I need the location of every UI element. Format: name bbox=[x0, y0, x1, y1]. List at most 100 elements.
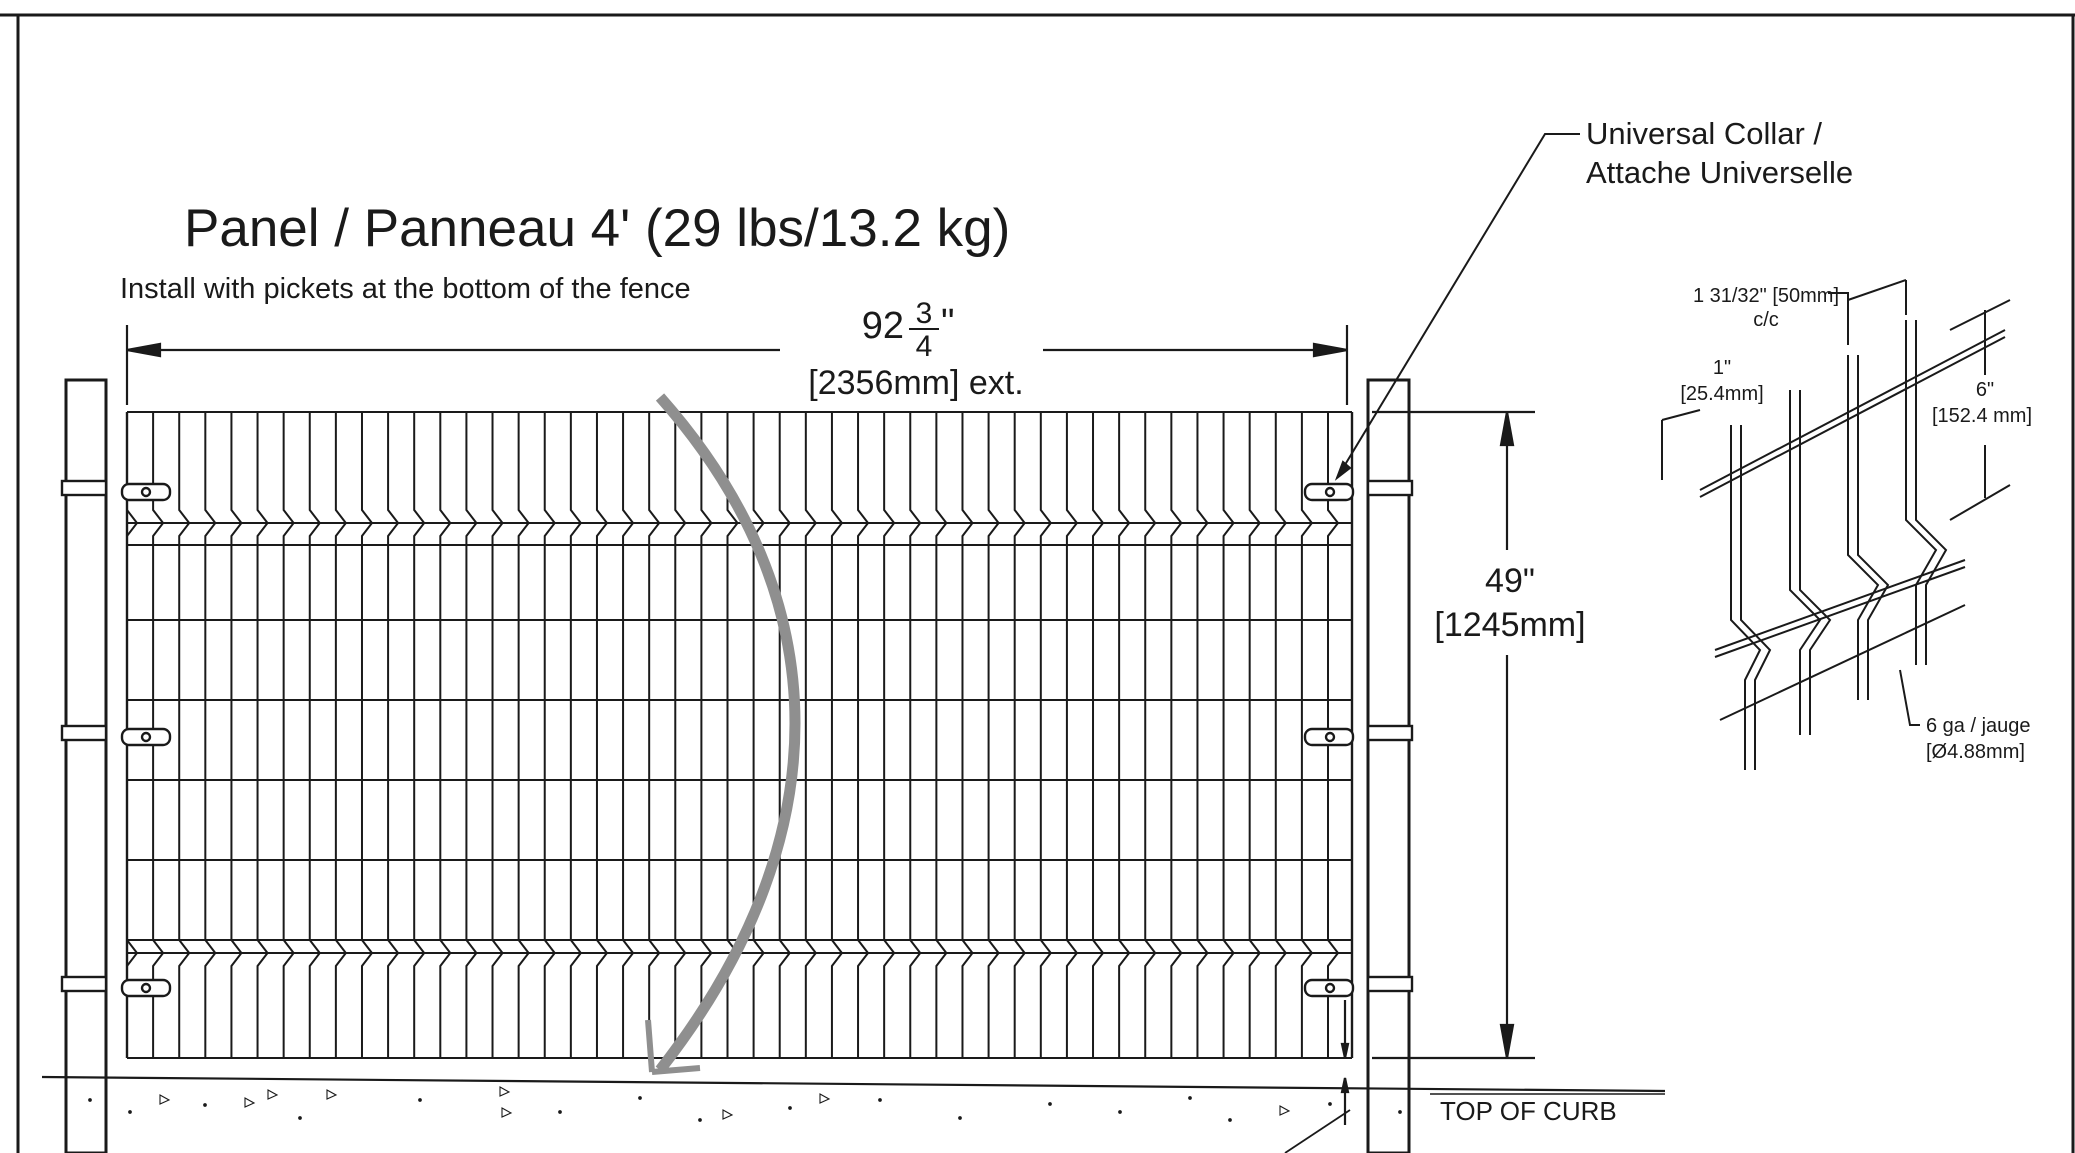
picket-wire bbox=[1196, 412, 1209, 1058]
picket-wire bbox=[804, 412, 818, 1058]
picket-wire bbox=[830, 412, 844, 1058]
gravel-mark bbox=[722, 1109, 734, 1120]
gravel-mark bbox=[1279, 1105, 1291, 1116]
ground-curb bbox=[41, 1075, 1666, 1153]
universal-collars bbox=[60, 479, 1414, 998]
picket-wire bbox=[883, 412, 896, 1058]
collar-bolt bbox=[140, 486, 152, 498]
picket-wire bbox=[360, 412, 374, 1058]
picket-wire bbox=[465, 412, 478, 1058]
wire-detail-view bbox=[1661, 279, 2011, 770]
picket-wire bbox=[543, 412, 557, 1058]
picket-wire bbox=[517, 412, 530, 1058]
collar-label-line1: Universal Collar / bbox=[1586, 116, 1822, 151]
width-fraction-den: 4 bbox=[916, 330, 933, 363]
right-post bbox=[1366, 378, 1411, 1153]
detail-offset-imperial: 1" bbox=[1713, 357, 1731, 379]
width-inch-mark: " bbox=[941, 302, 955, 344]
picket-wire bbox=[569, 412, 583, 1058]
collar-callout-leader bbox=[1334, 133, 1580, 481]
detail-gauge-diameter: [Ø4.88mm] bbox=[1926, 741, 2025, 763]
picket-wire bbox=[334, 412, 348, 1058]
gravel-dot bbox=[1048, 1102, 1052, 1106]
gravel-dot bbox=[203, 1103, 207, 1107]
picket-wire bbox=[1013, 412, 1026, 1058]
install-note: Install with pickets at the bottom of th… bbox=[120, 273, 691, 305]
picket-wire bbox=[1170, 412, 1183, 1058]
height-imperial: 49" bbox=[1485, 562, 1535, 600]
picket-wire bbox=[439, 412, 452, 1058]
picket-wire bbox=[1144, 412, 1157, 1058]
gravel-dot bbox=[788, 1106, 792, 1110]
picket-wire bbox=[1248, 412, 1261, 1058]
picket-wire bbox=[961, 412, 974, 1058]
collar-bolt bbox=[140, 731, 152, 743]
collar-bracket bbox=[1366, 975, 1414, 993]
top-of-curb-label: TOP OF CURB bbox=[1440, 1096, 1617, 1126]
detail-mesh-imperial: 6" bbox=[1976, 379, 1994, 401]
width-whole: 92 bbox=[862, 305, 904, 347]
picket-wire bbox=[204, 412, 217, 1058]
collar-bracket bbox=[60, 975, 108, 993]
picket-wire bbox=[491, 412, 504, 1058]
detail-mesh-metric: [152.4 mm] bbox=[1932, 405, 2032, 427]
detail-offset-metric: [25.4mm] bbox=[1680, 383, 1763, 405]
gravel-dot bbox=[418, 1098, 422, 1102]
picket-wire bbox=[1300, 412, 1314, 1058]
width-dimension bbox=[125, 325, 1349, 405]
picket-wire bbox=[413, 412, 426, 1058]
gravel-dot bbox=[958, 1116, 962, 1120]
left-post bbox=[64, 378, 108, 1153]
gravel-dot bbox=[558, 1110, 562, 1114]
picket-wire bbox=[935, 412, 948, 1058]
collar-bolt bbox=[1324, 486, 1336, 498]
picket-wire bbox=[178, 412, 191, 1058]
gravel-mark bbox=[267, 1089, 279, 1100]
detail-spacing: 1 31/32" [50mm] bbox=[1693, 285, 1839, 307]
picket-wire bbox=[387, 412, 400, 1058]
picket-wire bbox=[256, 412, 269, 1058]
drawing-frame bbox=[0, 13, 2075, 1153]
picket-wire bbox=[987, 412, 1000, 1058]
picket-wire bbox=[1039, 412, 1053, 1058]
picket-wire bbox=[1222, 412, 1235, 1058]
picket-wire bbox=[282, 412, 295, 1058]
gravel-mark bbox=[499, 1086, 511, 1097]
picket-wire bbox=[1092, 412, 1105, 1058]
picket-wire bbox=[648, 412, 661, 1058]
picket-wire bbox=[1065, 412, 1079, 1058]
fence-posts bbox=[64, 378, 1411, 1153]
picket-wire bbox=[230, 412, 243, 1058]
gravel-dot bbox=[1398, 1110, 1402, 1114]
picket-wire bbox=[308, 412, 322, 1058]
picket-wire bbox=[595, 412, 609, 1058]
rotation-arrow bbox=[645, 393, 801, 1075]
gravel-dot bbox=[1328, 1102, 1332, 1106]
gravel-dot bbox=[298, 1116, 302, 1120]
picket-wire bbox=[909, 412, 922, 1058]
gravel-mark bbox=[244, 1097, 256, 1108]
gravel-mark bbox=[159, 1094, 171, 1105]
gravel-dot bbox=[88, 1098, 92, 1102]
picket-wire bbox=[622, 412, 635, 1058]
gravel-dot bbox=[638, 1096, 642, 1100]
collar-bracket bbox=[1366, 724, 1414, 742]
height-dimension bbox=[1340, 410, 1535, 1125]
collar-bracket bbox=[60, 724, 108, 742]
collar-label-line2: Attache Universelle bbox=[1586, 155, 1853, 190]
picket-wire bbox=[674, 412, 687, 1058]
gravel-mark bbox=[819, 1093, 831, 1104]
width-fraction-num: 3 bbox=[916, 297, 933, 330]
gravel-mark bbox=[501, 1107, 513, 1118]
picket-wire bbox=[778, 412, 791, 1058]
collar-bolt bbox=[1324, 731, 1336, 743]
collar-bracket bbox=[60, 479, 108, 497]
panel-title: Panel / Panneau 4' (29 lbs/13.2 kg) bbox=[184, 199, 1010, 258]
picket-wire bbox=[752, 412, 765, 1058]
gravel-dot bbox=[1118, 1110, 1122, 1114]
gravel-dot bbox=[1228, 1118, 1232, 1122]
gravel-dot bbox=[1188, 1096, 1192, 1100]
picket-wire bbox=[700, 412, 713, 1058]
collar-bolt bbox=[140, 982, 152, 994]
